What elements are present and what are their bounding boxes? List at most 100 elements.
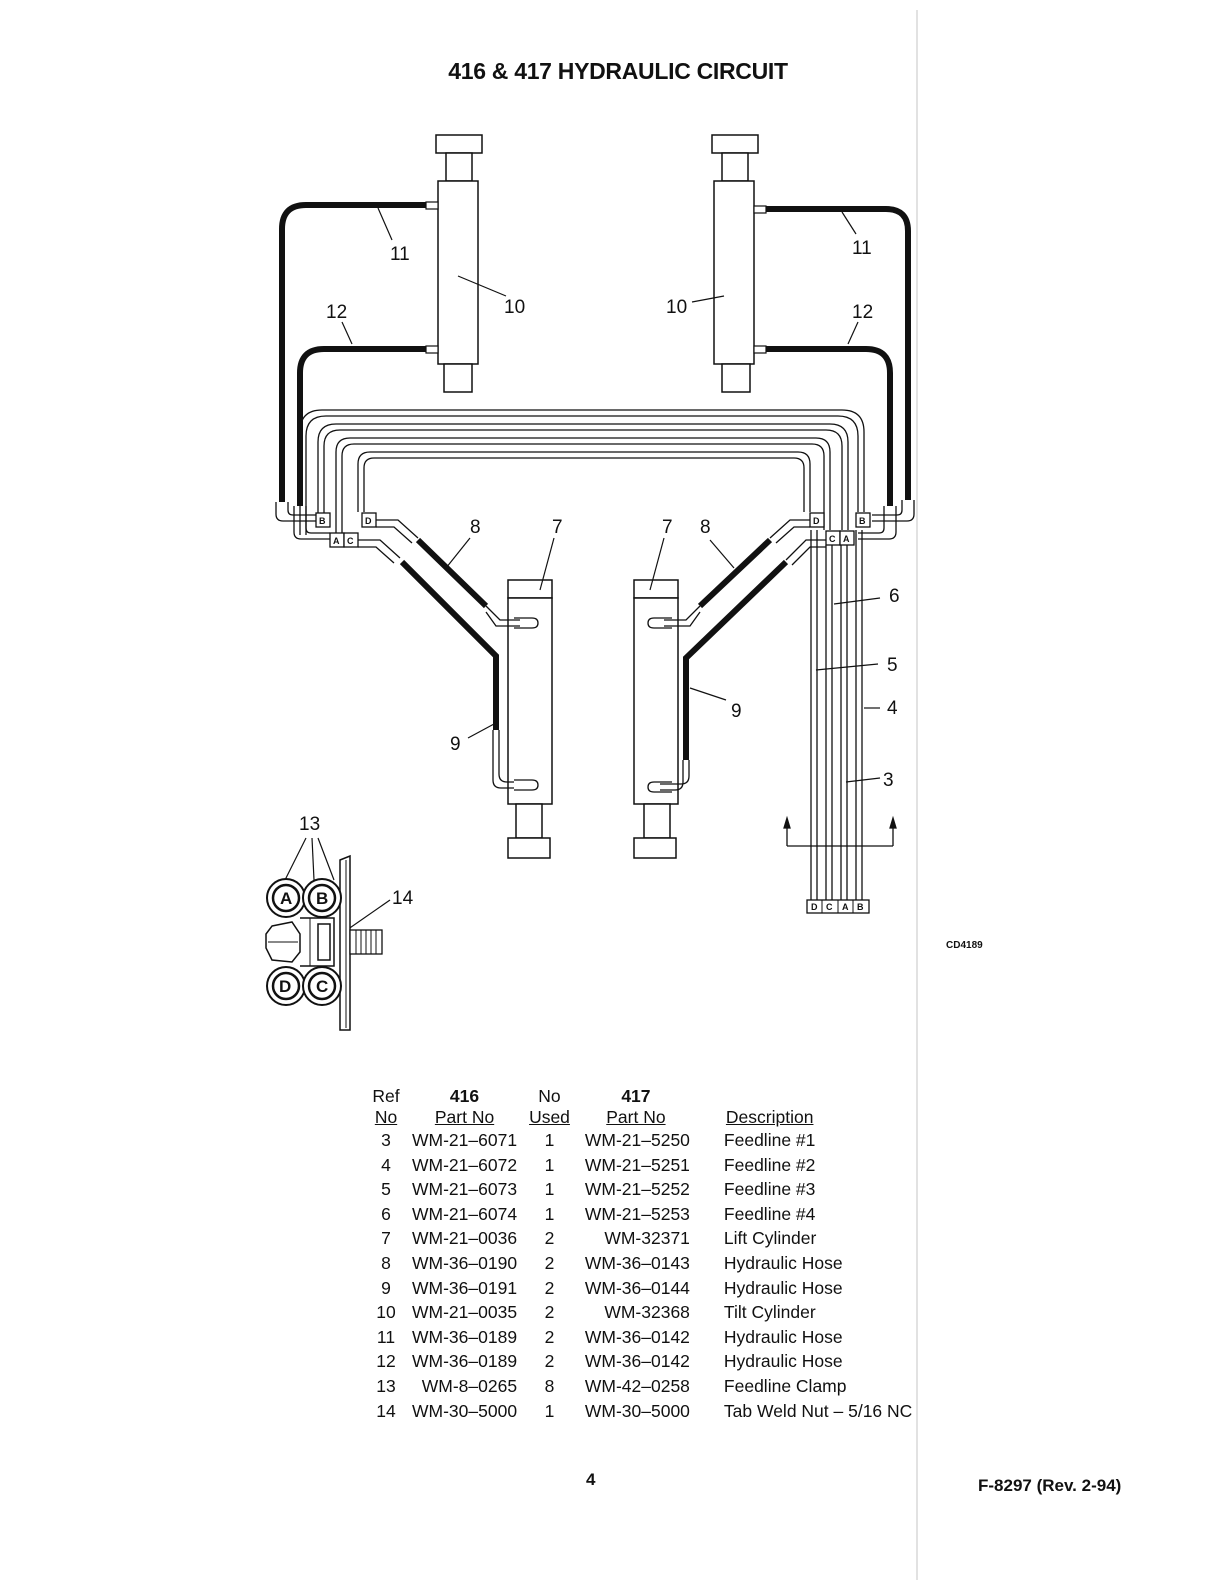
cell-417-part-no: WM-36–0142 [584, 1351, 690, 1372]
table-header-row-bottom: No Part No Used Part No Description [366, 1107, 918, 1128]
port-label-b: B [859, 516, 866, 526]
callout-13: 13 [299, 814, 320, 835]
cell-ref: 9 [381, 1277, 391, 1298]
feedline-end-block: D C A B [806, 899, 870, 914]
cell-416-part-no: WM-21–6071 [412, 1130, 518, 1150]
header-description: Description [725, 1107, 814, 1127]
lift-cylinder-right [633, 579, 679, 859]
cell-description: Feedline #2 [723, 1154, 816, 1175]
header-no: No [538, 1086, 561, 1106]
hose-end-tubes [275, 500, 915, 540]
cell-417-part-no: WM-36–0142 [584, 1326, 690, 1347]
page-number: 4 [586, 1470, 596, 1489]
fitting-blocks-right: D C A B [809, 512, 871, 546]
callout-8-left: 8 [470, 517, 481, 538]
cell-no-used: 1 [544, 1154, 555, 1175]
header-417: 417 [621, 1086, 651, 1106]
cell-no-used: 2 [544, 1252, 555, 1273]
cell-417-part-no: WM-42–0258 [584, 1375, 690, 1396]
lift-cylinder-left [507, 579, 553, 859]
port-label-a: A [843, 534, 850, 544]
cell-417-part-no: WM-32371 [604, 1228, 690, 1249]
port-label-b: B [857, 902, 864, 912]
callout-numbers: 11 10 12 11 10 12 8 7 7 8 9 9 6 5 4 3 13… [299, 238, 900, 909]
clamp-label-a: A [280, 889, 292, 908]
cell-417-part-no: WM-32368 [604, 1302, 690, 1323]
cell-description: Hydraulic Hose [723, 1326, 843, 1347]
cell-ref: 8 [381, 1252, 391, 1273]
cell-417-part-no: WM-21–5253 [584, 1203, 690, 1224]
cell-no-used: 2 [544, 1326, 555, 1347]
callout-12-left: 12 [326, 302, 347, 323]
feedline-clamp-detail: A B D C [265, 837, 391, 1031]
cell-ref: 3 [381, 1130, 391, 1150]
cell-description: Feedline Clamp [723, 1375, 847, 1396]
cell-description: Feedline #3 [723, 1179, 816, 1200]
cell-ref: 6 [381, 1203, 391, 1224]
cell-description: Lift Cylinder [723, 1228, 817, 1249]
hose-fittings [425, 201, 767, 354]
port-label-a: A [333, 536, 340, 546]
table-header-row-top: Ref 416 No 417 [366, 1086, 918, 1107]
port-label-c: C [347, 536, 354, 546]
cell-no-used: 2 [544, 1351, 555, 1372]
figure-code: CD4189 [946, 940, 983, 951]
cell-417-part-no: WM-21–5250 [584, 1130, 690, 1150]
callout-9-right: 9 [731, 701, 742, 722]
cell-no-used: 2 [544, 1277, 555, 1298]
callout-6: 6 [889, 586, 900, 607]
callout-11-right: 11 [852, 238, 872, 259]
cell-416-part-no: WM-21–6072 [412, 1154, 518, 1175]
header-416-part-no: Part No [434, 1107, 495, 1127]
cell-description: Tab Weld Nut – 5/16 NC [723, 1400, 913, 1421]
port-label-d: D [811, 902, 818, 912]
cell-417-part-no: WM-36–0143 [584, 1252, 690, 1273]
cell-416-part-no: WM-36–0190 [412, 1252, 518, 1273]
cell-416-part-no: WM-30–5000 [412, 1400, 518, 1421]
page-title: 416 & 417 HYDRAULIC CIRCUIT [448, 58, 788, 84]
tilt-cylinder-left [435, 134, 483, 393]
callout-12-right: 12 [852, 302, 873, 323]
cell-416-part-no: WM-21–0035 [412, 1302, 518, 1323]
callout-9-left: 9 [450, 734, 461, 755]
cell-description: Tilt Cylinder [723, 1302, 816, 1323]
lift-cylinder-ports [514, 617, 672, 793]
cell-no-used: 1 [544, 1400, 555, 1421]
port-label-d: D [365, 516, 372, 526]
header-used: Used [529, 1107, 570, 1127]
cell-description: Hydraulic Hose [723, 1277, 843, 1298]
port-label-d: D [813, 516, 820, 526]
feedline-vertical-bundle [810, 530, 863, 900]
cell-ref: 5 [381, 1179, 391, 1200]
callout-3: 3 [883, 770, 894, 791]
cell-416-part-no: WM-21–6074 [412, 1203, 518, 1224]
hydraulic-hoses-11-12 [279, 202, 911, 506]
feedline-bundle [299, 409, 865, 537]
cell-no-used: 2 [544, 1228, 555, 1249]
cell-416-part-no: WM-36–0189 [412, 1351, 518, 1372]
port-label-c: C [826, 902, 833, 912]
cell-416-part-no: WM-8–0265 [421, 1375, 518, 1396]
cell-no-used: 1 [544, 1203, 555, 1224]
callout-7-left: 7 [552, 517, 563, 538]
callout-8-right: 8 [700, 517, 711, 538]
cell-417-part-no: WM-36–0144 [584, 1277, 690, 1298]
cell-ref: 4 [381, 1154, 391, 1175]
header-ref-no: No [374, 1107, 398, 1127]
parts-table: Ref 416 No 417 No Part No Used Part No D… [366, 1086, 918, 1423]
page-fold-line [916, 10, 918, 1580]
callout-leaders [341, 207, 881, 783]
cell-no-used: 1 [544, 1130, 555, 1150]
callout-10-left: 10 [504, 297, 525, 318]
callout-4: 4 [887, 698, 898, 719]
cell-description: Hydraulic Hose [723, 1351, 843, 1372]
